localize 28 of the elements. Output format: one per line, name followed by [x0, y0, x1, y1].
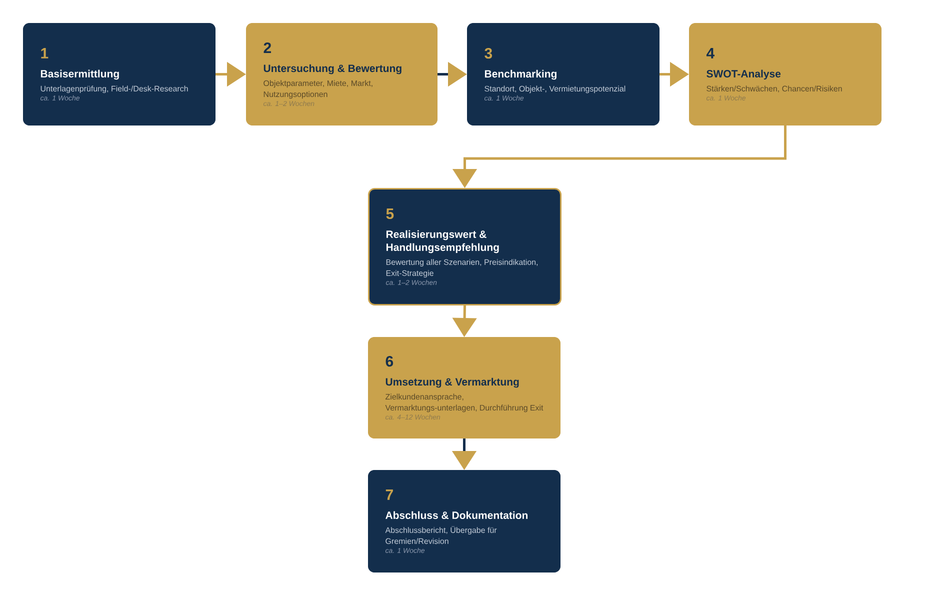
- process-box: [368, 188, 562, 306]
- process-box: [689, 23, 882, 126]
- step-description: Standort, Objekt-, Vermietungspotenzial: [484, 86, 626, 94]
- step-number: 7: [386, 490, 393, 500]
- step-number: 1: [41, 48, 48, 58]
- process-box: [23, 23, 216, 126]
- step-description: Abschlussbericht, Übergabe für Gremien/Revision: [385, 526, 497, 544]
- process-box: [368, 337, 560, 438]
- step-title: Basisermittlung: [40, 70, 119, 80]
- process-box: [467, 23, 660, 126]
- step-number: 6: [386, 356, 394, 367]
- step-title: Umsetzung & Vermarktung: [386, 378, 519, 388]
- step-title: Abschluss & Dokumentation: [386, 511, 528, 519]
- step-number: 3: [484, 48, 492, 59]
- process-box: [368, 470, 560, 572]
- step-description: Unterlagenprüfung, Field-/Desk-Research: [40, 86, 188, 94]
- step-description: Bewertung aller Szenarien, Preisindikation, Exit-Strategie: [386, 259, 538, 278]
- step-number: 5: [386, 208, 394, 220]
- step-title: SWOT-Analyse: [706, 70, 781, 80]
- step-description: Objektparameter, Miete, Markt, Nutzungsoptionen: [264, 80, 372, 99]
- step-title: Realisierungswert & Handlungsempfehlung: [386, 230, 499, 254]
- step-title: Untersuchung & Bewertung: [264, 64, 402, 74]
- step-title: Benchmarking: [484, 70, 556, 80]
- step-number: 2: [264, 42, 271, 53]
- step-number: 4: [706, 48, 715, 58]
- step-description: Stärken/Schwächen, Chancen/Risiken: [706, 86, 842, 92]
- process-box: [246, 23, 438, 126]
- step-description: Zielkundenansprache, Vermarktungs-unterlagen, Durchführung Exit: [385, 394, 544, 412]
